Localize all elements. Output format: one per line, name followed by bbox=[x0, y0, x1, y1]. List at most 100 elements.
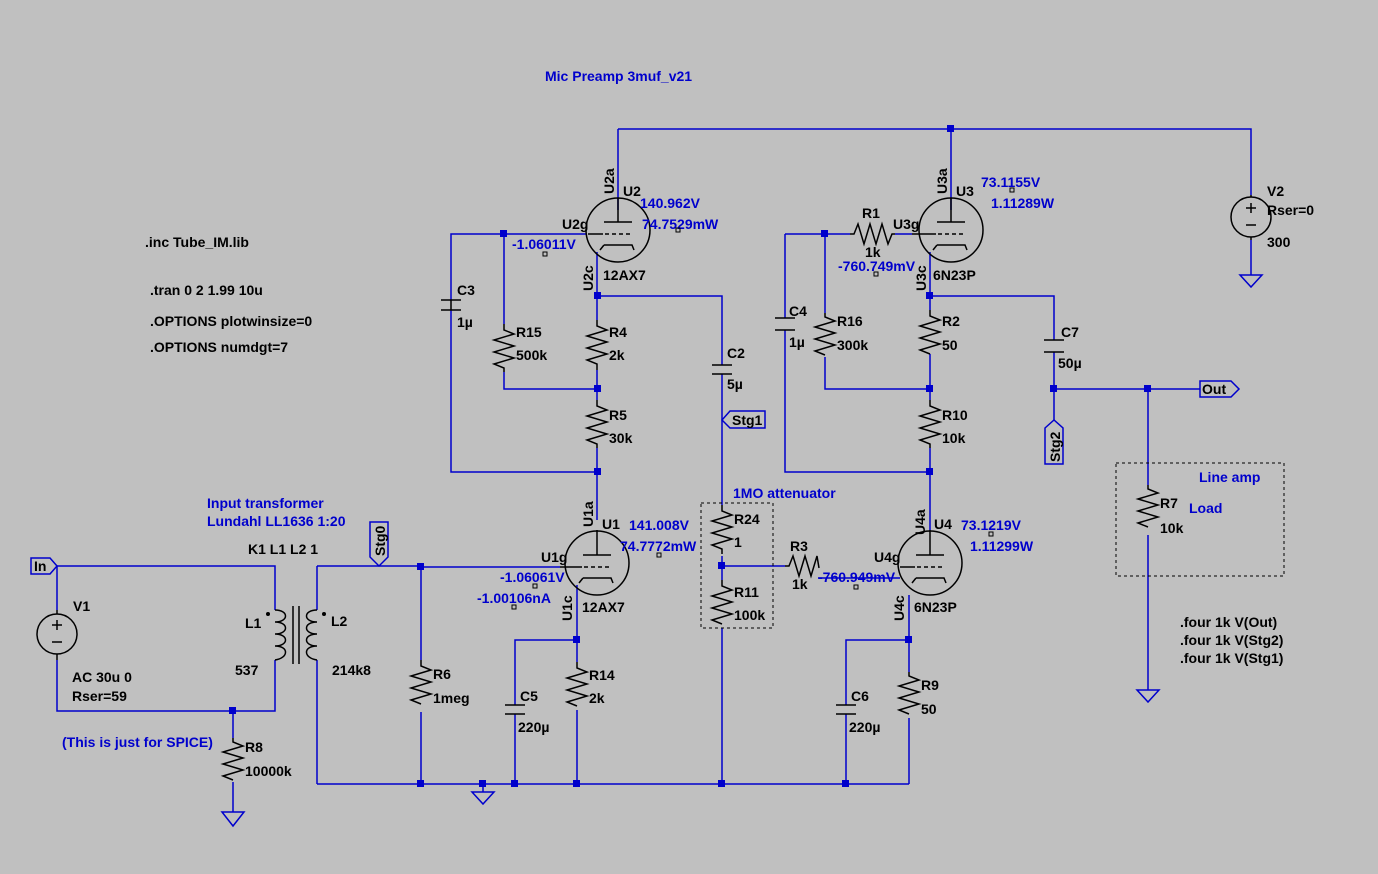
value-R1: 1k bbox=[865, 244, 881, 260]
capacitor-C3 bbox=[441, 299, 461, 311]
value-L1: 537 bbox=[235, 662, 259, 678]
label-V1: V1 bbox=[73, 598, 90, 614]
directive-inc: .inc Tube_IM.lib bbox=[145, 234, 249, 250]
readout-U1-power: 74.7772mW bbox=[620, 538, 697, 554]
resistor-R10 bbox=[917, 400, 943, 448]
label-C7: C7 bbox=[1061, 324, 1079, 340]
capacitor-C7 bbox=[1044, 339, 1064, 353]
value-C7: 50µ bbox=[1058, 355, 1082, 371]
directive-four2: .four 1k V(Stg2) bbox=[1180, 632, 1283, 648]
readout-anchors bbox=[511, 187, 1015, 610]
svg-text:Stg0: Stg0 bbox=[372, 525, 388, 556]
value-C4: 1µ bbox=[789, 334, 805, 350]
readout-U3-grid: -760.749mV bbox=[838, 258, 916, 274]
pin-U2g: U2g bbox=[562, 216, 588, 232]
resistor-R7 bbox=[1135, 485, 1161, 528]
pin-U1g: U1g bbox=[541, 549, 567, 565]
label-R8: R8 bbox=[245, 739, 263, 755]
value-R14: 2k bbox=[589, 690, 605, 706]
label-R9: R9 bbox=[921, 677, 939, 693]
value-R16: 300k bbox=[837, 337, 868, 353]
label-C5: C5 bbox=[520, 688, 538, 704]
note-transformer-1: Input transformer bbox=[207, 495, 324, 511]
pin-U4a: U4a bbox=[912, 509, 928, 535]
value-C2: 5µ bbox=[727, 376, 743, 392]
note-lineamp-2: Load bbox=[1189, 500, 1222, 516]
label-R7: R7 bbox=[1160, 495, 1178, 511]
readout-U3-power: 1.11289W bbox=[991, 195, 1055, 211]
resistor-R9 bbox=[896, 672, 922, 715]
attenuator-box bbox=[700, 502, 774, 629]
resistor-R4 bbox=[584, 320, 610, 370]
value-R8: 10000k bbox=[245, 763, 292, 779]
tube-U3 bbox=[912, 197, 984, 263]
value-R9: 50 bbox=[921, 701, 937, 717]
tube-U4 bbox=[897, 530, 963, 596]
value-V2-2: 300 bbox=[1267, 234, 1291, 250]
readout-U2-power: 74.7529mW bbox=[642, 216, 719, 232]
value-R24: 1 bbox=[734, 534, 742, 550]
pin-U1c: U1c bbox=[559, 595, 575, 621]
note-transformer-2: Lundahl LL1636 1:20 bbox=[207, 513, 346, 529]
directive-four3: .four 1k V(Stg1) bbox=[1180, 650, 1283, 666]
label-R15: R15 bbox=[516, 324, 542, 340]
label-R24: R24 bbox=[734, 511, 760, 527]
transformer bbox=[266, 606, 326, 664]
resistor-R11 bbox=[709, 580, 735, 625]
label-R3: R3 bbox=[790, 538, 808, 554]
pin-U3c: U3c bbox=[913, 265, 929, 291]
capacitors bbox=[441, 299, 1064, 715]
note-coupling: K1 L1 L2 1 bbox=[248, 541, 318, 557]
note-attenuator: 1MO attenuator bbox=[733, 485, 836, 501]
value-V1-2: Rser=59 bbox=[72, 688, 127, 704]
pin-U2c: U2c bbox=[580, 265, 596, 291]
capacitor-C6 bbox=[836, 704, 856, 715]
svg-text:In: In bbox=[34, 558, 46, 574]
readout-U1-voltage: 141.008V bbox=[629, 517, 690, 533]
directive-four1: .four 1k V(Out) bbox=[1180, 614, 1277, 630]
page-title: Mic Preamp 3muf_v21 bbox=[545, 68, 692, 84]
directive-tran: .tran 0 2 1.99 10u bbox=[150, 282, 263, 298]
value-R5: 30k bbox=[609, 430, 633, 446]
capacitor-C5 bbox=[505, 704, 525, 715]
flag-stg2: Stg2 bbox=[1044, 418, 1064, 465]
tube-U1 bbox=[560, 530, 630, 596]
label-R11: R11 bbox=[734, 584, 759, 600]
resistor-R5 bbox=[584, 400, 610, 448]
flag-in: In bbox=[30, 557, 58, 575]
source-V2 bbox=[1230, 195, 1272, 240]
directive-opt1: .OPTIONS plotwinsize=0 bbox=[150, 313, 312, 329]
value-R6: 1meg bbox=[433, 690, 470, 706]
label-R10: R10 bbox=[942, 407, 968, 423]
value-R3: 1k bbox=[792, 576, 808, 592]
value-L2: 214k8 bbox=[332, 662, 371, 678]
pin-U4g: U4g bbox=[874, 549, 900, 565]
label-C2: C2 bbox=[727, 345, 745, 361]
label-L2: L2 bbox=[331, 613, 348, 629]
ground-symbols bbox=[220, 274, 1264, 828]
value-C5: 220µ bbox=[518, 719, 549, 735]
label-C3: C3 bbox=[457, 282, 475, 298]
svg-text:Stg2: Stg2 bbox=[1047, 431, 1063, 462]
label-V2: V2 bbox=[1267, 183, 1284, 199]
label-L1: L1 bbox=[245, 615, 262, 631]
resistor-R1 bbox=[850, 221, 895, 247]
value-C3: 1µ bbox=[457, 314, 473, 330]
resistor-R2 bbox=[917, 310, 943, 355]
flag-out: Out bbox=[1199, 380, 1241, 398]
label-C4: C4 bbox=[789, 303, 807, 319]
value-V2-1: Rser=0 bbox=[1267, 202, 1314, 218]
flag-stg0: Stg0 bbox=[369, 521, 389, 568]
value-C6: 220µ bbox=[849, 719, 880, 735]
readout-U4-power: 1.11299W bbox=[970, 538, 1034, 554]
label-C6: C6 bbox=[851, 688, 869, 704]
resistor-R8 bbox=[220, 738, 246, 781]
resistor-R16 bbox=[812, 313, 838, 356]
tube-U2 bbox=[585, 197, 651, 263]
directive-opt2: .OPTIONS numdgt=7 bbox=[150, 339, 288, 355]
readout-U3-voltage: 73.1155V bbox=[981, 174, 1041, 190]
value-R4: 2k bbox=[609, 347, 625, 363]
resistor-R6 bbox=[408, 660, 434, 705]
resistors bbox=[220, 221, 1161, 781]
flag-stg1: Stg1 bbox=[720, 410, 766, 429]
